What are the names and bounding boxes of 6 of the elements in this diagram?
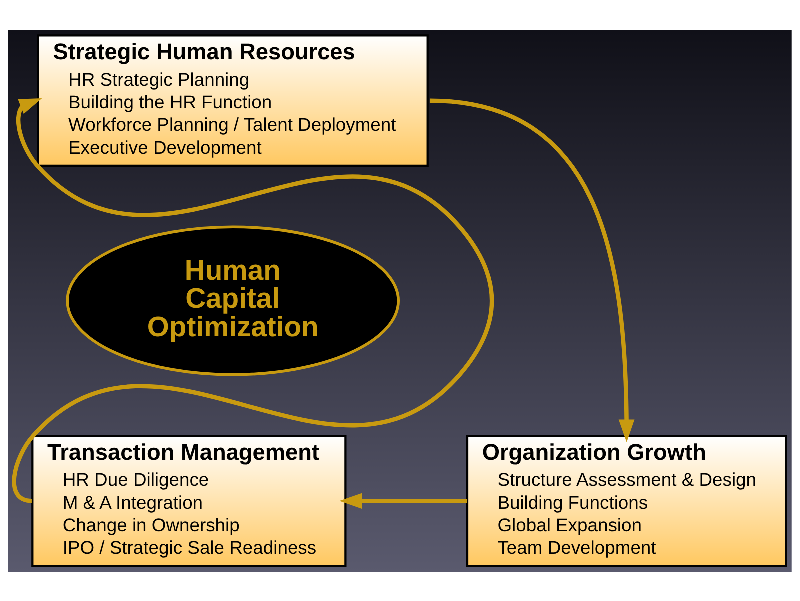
node-ellipse: Human Capital Optimization [66,225,400,376]
node-box: Transaction Management HR Due Diligence M & A Integration Change in Ownership IPO / Strategic Sale Readiness [32,434,347,567]
node-box: Organization Growth Structure Assessment & Design Building Functions Global Expansion Team Development [466,434,788,567]
arrow [340,492,468,509]
arrow [430,98,635,442]
node-box: Strategic Human Resources HR Strategic Planning Building the HR Function Workforce Planning / Talent Deployment Executive Development [37,34,429,167]
